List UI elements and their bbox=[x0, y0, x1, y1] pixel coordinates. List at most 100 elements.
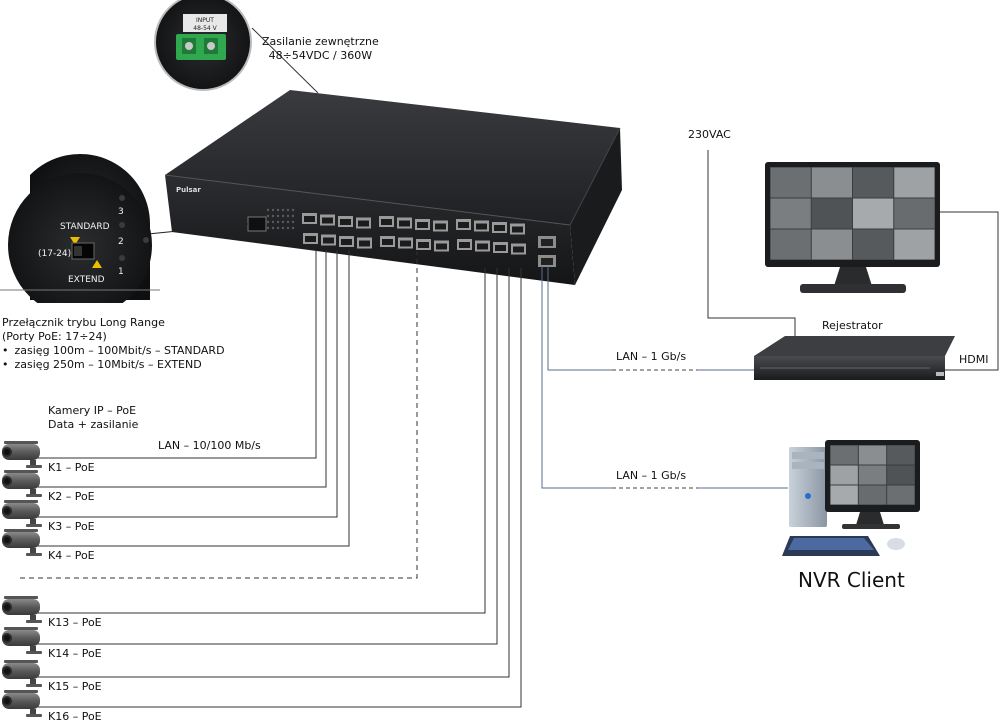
camera-label-k14: K14 – PoE bbox=[48, 647, 102, 660]
camera-label-k16: K16 – PoE bbox=[48, 710, 102, 723]
switch-port-socket bbox=[459, 242, 470, 248]
camera-label-k4: K4 – PoE bbox=[48, 549, 95, 562]
switch-port-socket bbox=[495, 245, 506, 251]
video-tile bbox=[894, 229, 935, 260]
video-tile bbox=[887, 445, 915, 465]
switch-port-socket bbox=[512, 226, 523, 233]
status-led bbox=[276, 226, 280, 230]
svg-text:(17-24): (17-24) bbox=[38, 249, 71, 259]
switch-port-socket bbox=[304, 216, 315, 222]
status-led bbox=[286, 226, 290, 230]
camera-label-k2: K2 – PoE bbox=[48, 490, 95, 503]
svg-text:1: 1 bbox=[118, 267, 124, 277]
svg-text:EXTEND: EXTEND bbox=[68, 275, 105, 285]
status-led bbox=[286, 220, 290, 224]
switch-port-socket bbox=[358, 220, 369, 227]
switch-port-socket bbox=[418, 242, 429, 248]
mode-caption-list: zasięg 100m – 100Mbit/s – STANDARD zasię… bbox=[2, 344, 225, 372]
video-tile bbox=[894, 167, 935, 198]
video-tile bbox=[853, 167, 894, 198]
mode-caption-ports: (Porty PoE: 17÷24) bbox=[2, 330, 107, 343]
switch-port-socket bbox=[476, 223, 487, 230]
mode-bullet-standard: zasięg 100m – 100Mbit/s – STANDARD bbox=[2, 344, 225, 358]
switch-port-socket bbox=[341, 239, 352, 245]
status-led bbox=[286, 214, 290, 218]
status-led bbox=[266, 220, 270, 224]
status-led bbox=[271, 214, 275, 218]
status-led bbox=[291, 214, 295, 218]
mode-bullet-extend: zasięg 250m – 10Mbit/s – EXTEND bbox=[2, 358, 225, 372]
status-led bbox=[266, 208, 270, 212]
camera-icon-k16 bbox=[2, 690, 42, 717]
power-caption: Zasilanie zewnętrzne 48÷54VDC / 360W bbox=[262, 35, 379, 63]
svg-text:STANDARD: STANDARD bbox=[60, 222, 110, 232]
camera-icon-k1 bbox=[2, 441, 42, 468]
camera-icon-k14 bbox=[2, 627, 42, 654]
mode-caption: Przełącznik trybu Long Range (Porty PoE:… bbox=[2, 316, 225, 372]
switch-port-socket bbox=[340, 219, 351, 225]
camera-link-label: LAN – 10/100 Mb/s bbox=[158, 439, 261, 452]
video-tile bbox=[853, 229, 894, 260]
video-tile bbox=[770, 167, 811, 198]
uplink-cables bbox=[541, 150, 999, 489]
recorder-monitor bbox=[765, 162, 940, 293]
camera-group-bottom bbox=[2, 596, 42, 717]
status-led bbox=[291, 226, 295, 230]
video-tile bbox=[858, 485, 887, 505]
video-tile bbox=[830, 465, 858, 485]
client-name: NVR Client bbox=[798, 568, 905, 592]
mode-caption-title: Przełącznik trybu Long Range bbox=[2, 316, 165, 329]
video-tile bbox=[858, 465, 887, 485]
status-led bbox=[276, 214, 280, 218]
status-led bbox=[281, 220, 285, 224]
switch-port-socket bbox=[323, 237, 334, 244]
svg-text:2: 2 bbox=[118, 237, 124, 247]
switch-port-socket bbox=[400, 240, 411, 247]
video-tile bbox=[894, 198, 935, 229]
video-tile bbox=[811, 167, 852, 198]
status-led bbox=[281, 214, 285, 218]
camera-icon-k2 bbox=[2, 470, 42, 497]
switch-port-socket bbox=[477, 243, 488, 250]
status-led bbox=[271, 220, 275, 224]
status-led bbox=[266, 214, 270, 218]
cameras-caption: Kamery IP – PoE Data + zasilanie bbox=[48, 404, 138, 432]
status-led bbox=[266, 226, 270, 230]
hdmi-label: HDMI bbox=[959, 353, 989, 366]
video-tile bbox=[858, 445, 887, 465]
video-tile bbox=[811, 198, 852, 229]
switch-port-socket bbox=[322, 217, 333, 224]
switch-port-socket bbox=[435, 223, 446, 230]
client-computer bbox=[782, 440, 920, 556]
switch-port-socket bbox=[436, 243, 447, 250]
cameras-subtitle: Data + zasilanie bbox=[48, 418, 139, 431]
camera-icon-k4 bbox=[2, 529, 42, 556]
status-led bbox=[271, 208, 275, 212]
cameras-title: Kamery IP – PoE bbox=[48, 404, 137, 417]
switch-port-socket bbox=[494, 225, 505, 231]
status-led bbox=[281, 226, 285, 230]
recorder-power-label: 230VAC bbox=[688, 128, 731, 141]
camera-cables bbox=[20, 250, 522, 708]
camera-group-top bbox=[2, 441, 42, 556]
video-tile bbox=[770, 198, 811, 229]
svg-text:3: 3 bbox=[118, 207, 124, 217]
switch-port-socket bbox=[305, 236, 316, 242]
status-led bbox=[276, 220, 280, 224]
video-tile bbox=[853, 198, 894, 229]
switch-port-socket bbox=[381, 219, 392, 225]
camera-icon-k3 bbox=[2, 500, 42, 527]
switch-ports bbox=[266, 208, 526, 255]
video-tile bbox=[887, 465, 915, 485]
status-led bbox=[276, 208, 280, 212]
status-led bbox=[291, 220, 295, 224]
camera-icon-k13 bbox=[2, 596, 42, 623]
power-connector-zoom: INPUT 48-54 V bbox=[154, 0, 319, 94]
nvr-recorder bbox=[754, 336, 955, 380]
switch-port-socket bbox=[382, 239, 393, 245]
switch-port-socket bbox=[399, 220, 410, 227]
switch-port-socket bbox=[417, 222, 428, 228]
svg-text:INPUT: INPUT bbox=[196, 17, 214, 24]
